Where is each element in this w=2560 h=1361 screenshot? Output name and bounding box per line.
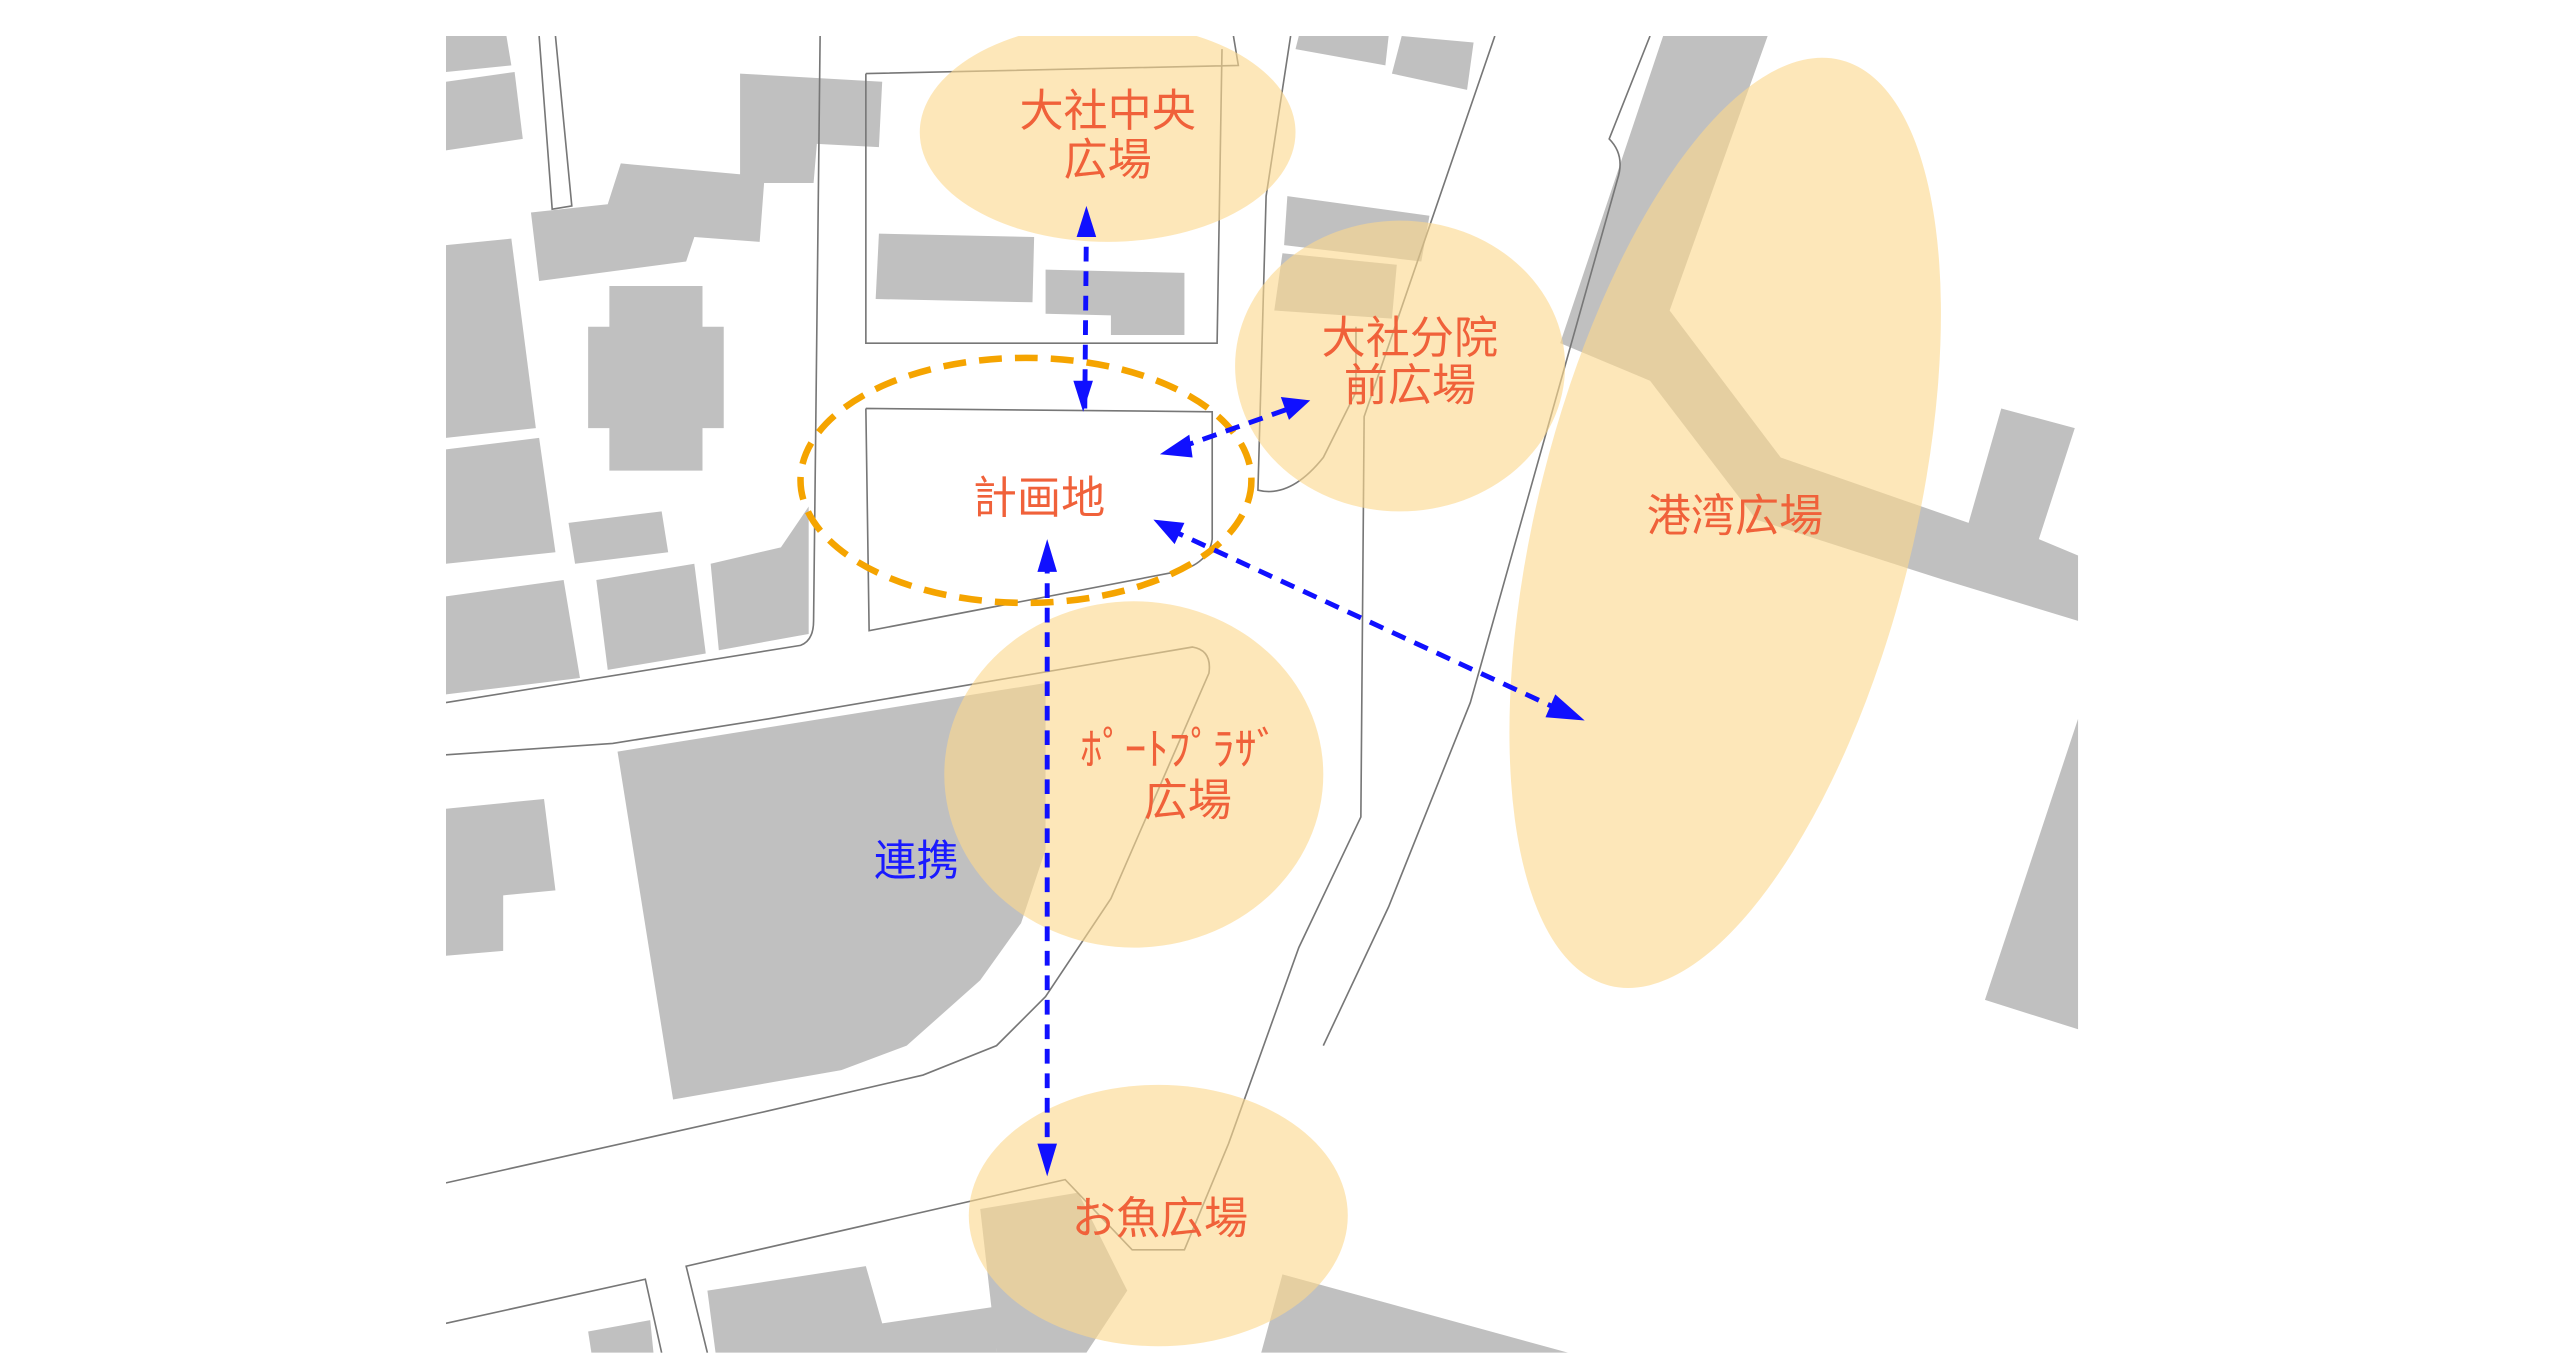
link-arrows [1037, 205, 1585, 1177]
building [875, 233, 1035, 303]
building [1045, 269, 1185, 335]
zone-taisha-chuo [919, 36, 1296, 242]
arrowhead [1076, 205, 1097, 237]
plaza-zones [919, 36, 1941, 1347]
building [445, 238, 536, 438]
label-osakana: お魚広場 [1072, 1194, 1248, 1245]
building [710, 506, 809, 651]
label-kowan: 港湾広場 [1647, 491, 1823, 542]
building [596, 563, 706, 670]
site-outline [797, 354, 1255, 607]
arrow-site-to-bunin [1178, 404, 1295, 451]
arrow-site-to-chuo [1082, 225, 1089, 409]
zone-kowan [1509, 57, 1941, 988]
building [1391, 36, 1474, 90]
label-taisha-chuo-1: 大社中央 [1019, 86, 1195, 137]
building [588, 285, 724, 471]
label-taisha-chuo-2: 広場 [1064, 135, 1152, 186]
building [1261, 1274, 1569, 1353]
building [530, 163, 765, 282]
zone-taisha-bunin [1235, 220, 1566, 512]
building [617, 682, 1046, 1100]
label-port-plaza-2: 広場 [1144, 775, 1232, 826]
arrowhead [1153, 519, 1185, 545]
label-taisha-bunin-2: 前広場 [1344, 360, 1476, 411]
label-taisha-bunin-1: 大社分院 [1322, 313, 1498, 364]
building [445, 798, 556, 956]
arrowhead [1037, 1143, 1058, 1177]
building [740, 73, 883, 184]
arrowhead [1280, 397, 1311, 420]
label-port-plaza-1: ﾎﾟｰﾄﾌﾟﾗｻﾞ [1080, 725, 1278, 776]
building [445, 71, 523, 151]
arrowhead [1545, 694, 1585, 721]
zone-port-plaza [944, 601, 1324, 948]
arrowhead [1159, 434, 1193, 458]
building [445, 36, 512, 72]
building [588, 1320, 654, 1353]
label-site: 計画地 [973, 473, 1105, 524]
building [445, 437, 556, 564]
arrowhead [1073, 380, 1093, 412]
building [568, 511, 669, 564]
labels: 大社中央 広場 大社分院 前広場 計画地 ﾎﾟｰﾄﾌﾟﾗｻﾞ 広場 港湾広場 お… [874, 86, 1823, 1245]
building [1295, 36, 1389, 66]
building [1984, 718, 2079, 1030]
zone-osakana [968, 1084, 1348, 1347]
building [707, 1266, 997, 1353]
building [445, 580, 580, 695]
arrowhead [1037, 539, 1058, 572]
label-link: 連携 [874, 838, 959, 887]
